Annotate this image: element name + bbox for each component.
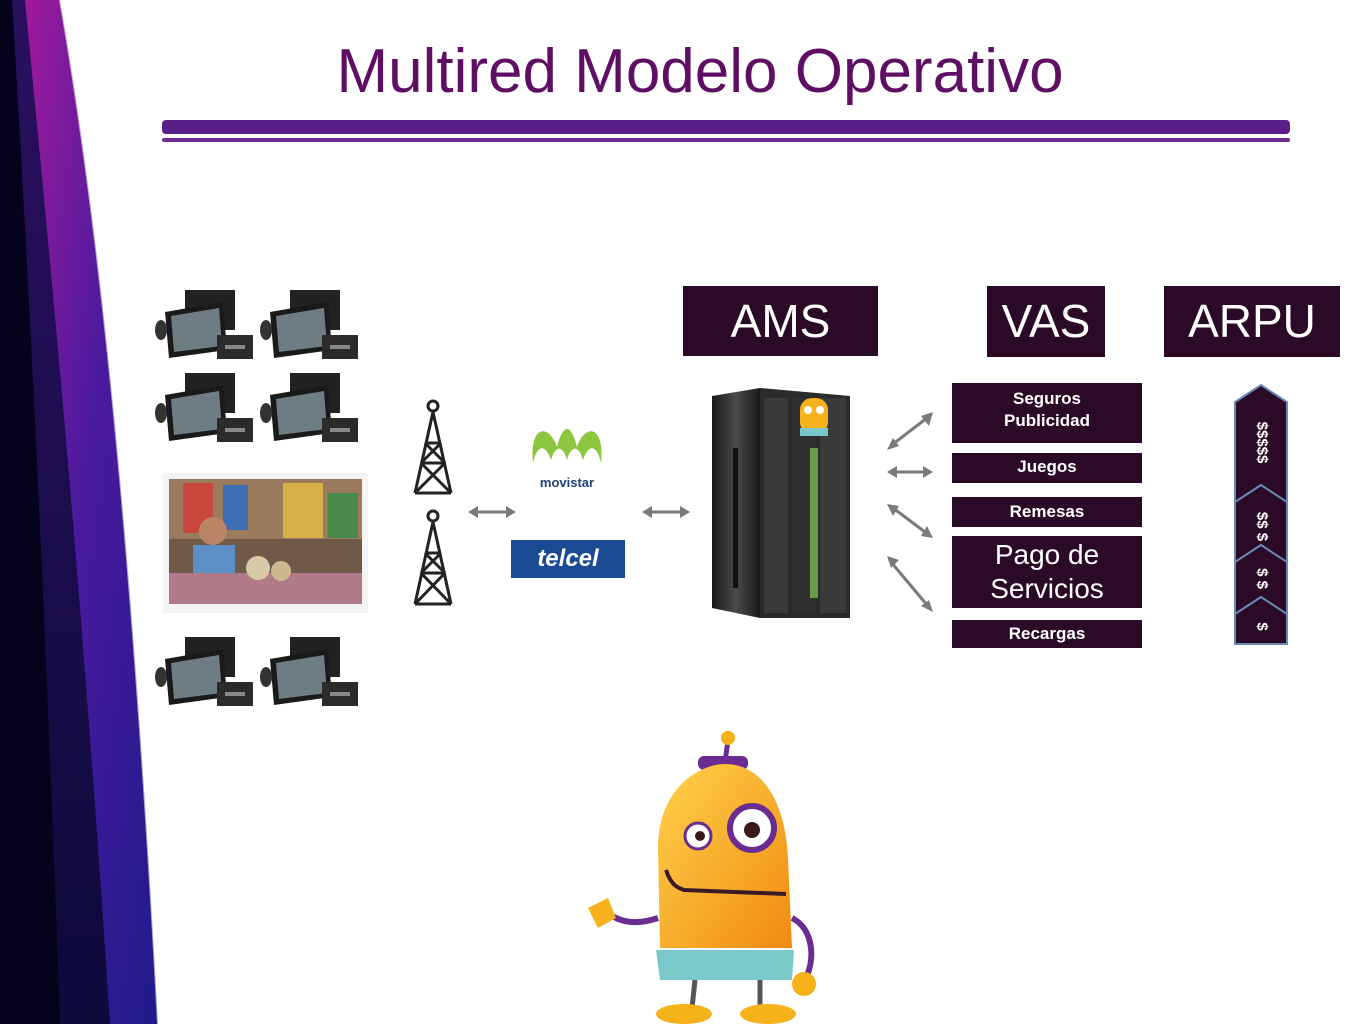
header-arpu: ARPU: [1164, 286, 1340, 357]
vas-label-pago: Pago de: [994, 539, 1100, 570]
pos-terminal-icon: [260, 373, 358, 442]
title-underline: [162, 120, 1290, 142]
header-ams: AMS: [683, 286, 878, 356]
vas-label-servicios: Servicios: [990, 573, 1104, 604]
pos-terminal-icon: [155, 290, 253, 359]
cell-towers: [413, 399, 453, 606]
vas-label-seguros: Seguros: [1012, 389, 1082, 408]
pos-terminal-icon: [260, 637, 358, 706]
pos-terminal-icon: [155, 637, 253, 706]
pos-terminal-icon: [260, 290, 358, 359]
vas-box-juegos: Juegos: [952, 453, 1142, 483]
vas-box-recargas: Recargas: [952, 620, 1142, 648]
arpu-tier-1: $$$$$: [1253, 421, 1271, 464]
vas-arrows: [887, 412, 933, 612]
server-icon: [712, 388, 850, 618]
background-swoosh: [0, 0, 159, 1024]
header-vas: VAS: [987, 286, 1105, 357]
pos-terminal-icon: [155, 373, 253, 442]
arpu-tier-2: $$ $: [1253, 511, 1271, 542]
connection-arrows: [468, 506, 690, 518]
vas-box-seguros-publicidad: Seguros Publicidad: [952, 383, 1142, 443]
vas-label-publicidad: Publicidad: [1004, 411, 1090, 430]
robot-mascot: [588, 731, 816, 1024]
movistar-logo: movistar: [532, 429, 602, 490]
arpu-tier-4: $: [1253, 622, 1271, 631]
arpu-tier-3: $ $: [1253, 568, 1271, 589]
telcel-logo: telcel: [511, 540, 625, 578]
arpu-chevrons: [1234, 384, 1288, 645]
shopkeeper-photo: [163, 473, 368, 613]
vas-box-remesas: Remesas: [952, 497, 1142, 527]
vas-box-pago-servicios: Pago de Servicios: [952, 536, 1142, 608]
page-title: Multired Modelo Operativo: [336, 37, 1064, 106]
movistar-text: movistar: [540, 475, 594, 490]
